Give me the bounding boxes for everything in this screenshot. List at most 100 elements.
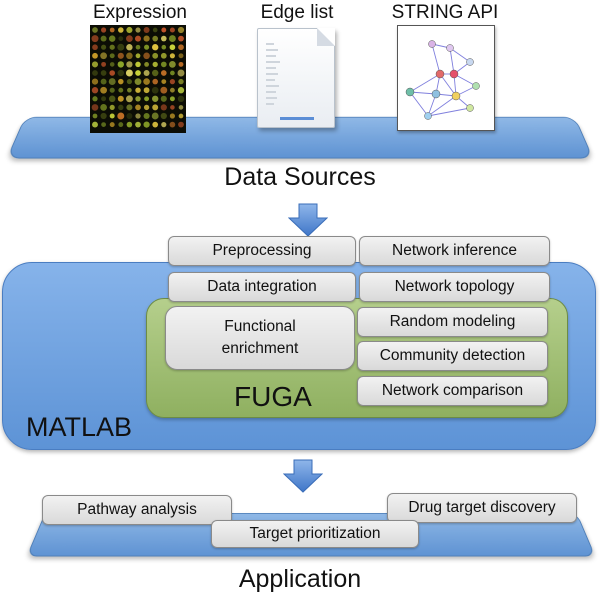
microarray-spot <box>126 44 133 51</box>
microarray-spot <box>91 61 99 68</box>
microarray-spot <box>169 87 175 93</box>
microarray-spot <box>117 95 124 102</box>
microarray-spot <box>160 112 167 120</box>
microarray-spot <box>109 113 115 119</box>
arrow-down-icon <box>288 203 328 237</box>
data-integration-module: Data integration <box>168 272 356 302</box>
text-line <box>266 103 274 105</box>
microarray-spot <box>160 86 168 94</box>
target-prioritization-item: Target prioritization <box>211 520 419 548</box>
microarray-spot <box>169 44 176 51</box>
microarray-spot <box>117 43 125 51</box>
microarray-spot <box>108 78 116 86</box>
microarray-spot <box>160 52 167 59</box>
microarray-spot <box>161 79 167 85</box>
microarray-spot <box>92 52 98 59</box>
microarray-spot <box>169 27 175 33</box>
expression-label: Expression <box>93 2 187 23</box>
microarray-spot <box>118 36 124 41</box>
microarray-spot <box>178 121 184 128</box>
network-inference-module: Network inference <box>359 236 550 266</box>
microarray-spot <box>143 104 150 111</box>
microarray-spot <box>135 121 141 128</box>
microarray-spot <box>143 35 150 42</box>
expression-microarray-image <box>90 25 186 133</box>
preprocessing-module: Preprocessing <box>168 236 356 266</box>
microarray-spot <box>117 112 125 120</box>
microarray-spot <box>135 87 141 93</box>
microarray-spot <box>108 35 116 42</box>
microarray-spot <box>143 52 150 60</box>
microarray-spot <box>161 44 167 50</box>
text-line <box>266 73 278 75</box>
microarray-spot <box>135 44 141 50</box>
microarray-spot <box>92 96 98 102</box>
microarray-spot <box>151 112 159 120</box>
microarray-spot <box>118 104 124 111</box>
microarray-spot <box>169 78 176 85</box>
functional-enrichment-module: Functional enrichment <box>165 306 355 370</box>
microarray-spot <box>177 69 185 77</box>
microarray-spot <box>161 35 167 42</box>
string-network-image <box>397 25 495 131</box>
microarray-spot <box>118 78 124 85</box>
microarray-spot <box>161 27 167 33</box>
microarray-spot <box>101 61 107 67</box>
microarray-spot <box>127 87 132 93</box>
microarray-spot <box>178 35 184 42</box>
microarray-spot <box>117 52 124 59</box>
microarray-spot <box>152 35 159 42</box>
microarray-spot <box>161 121 167 128</box>
microarray-spot <box>151 86 159 94</box>
microarray-spot <box>109 53 115 59</box>
microarray-spot <box>177 87 185 94</box>
microarray-spot <box>109 104 115 110</box>
microarray-spot <box>92 27 98 33</box>
drug-target-discovery-item: Drug target discovery <box>387 493 577 523</box>
microarray-spot <box>91 78 99 85</box>
microarray-spot <box>126 113 133 119</box>
microarray-spot <box>109 62 115 67</box>
microarray-spot <box>101 44 107 50</box>
microarray-spot <box>135 104 141 111</box>
microarray-spot <box>126 35 133 42</box>
microarray-spot <box>125 69 133 77</box>
microarray-spot <box>178 78 184 85</box>
microarray-spot <box>144 44 150 50</box>
microarray-spot <box>169 53 175 59</box>
microarray-spot <box>126 26 133 34</box>
microarray-spot <box>169 61 176 68</box>
microarray-spot <box>177 95 185 103</box>
microarray-spot <box>143 112 150 120</box>
microarray-spot <box>135 61 141 68</box>
microarray-spot <box>118 87 124 93</box>
microarray-spot <box>160 104 167 111</box>
microarray-spot <box>169 113 175 119</box>
microarray-spot <box>169 96 175 102</box>
microarray-spot <box>100 112 107 120</box>
arrow-down-icon <box>283 459 323 493</box>
network-topology-module: Network topology <box>359 272 550 302</box>
microarray-spot <box>134 35 142 42</box>
microarray-spot <box>143 27 150 33</box>
string-api-label: STRING API <box>391 2 499 23</box>
data-sources-title: Data Sources <box>224 163 376 191</box>
microarray-spot <box>178 53 184 59</box>
microarray-spot <box>92 113 98 119</box>
microarray-spot <box>170 105 175 110</box>
text-line <box>266 49 278 51</box>
edge-list-highlight <box>280 117 314 120</box>
microarray-spot <box>160 70 167 76</box>
text-line <box>266 91 276 93</box>
microarray-spot <box>92 70 98 76</box>
microarray-spot <box>135 70 141 76</box>
application-title: Application <box>238 565 362 593</box>
microarray-spot <box>144 62 149 67</box>
microarray-spot <box>143 78 150 85</box>
microarray-spot <box>109 122 115 128</box>
microarray-spot <box>169 121 176 128</box>
microarray-spot <box>178 61 184 67</box>
microarray-spot <box>152 121 159 128</box>
microarray-spot <box>152 95 159 102</box>
microarray-spot <box>109 44 115 50</box>
